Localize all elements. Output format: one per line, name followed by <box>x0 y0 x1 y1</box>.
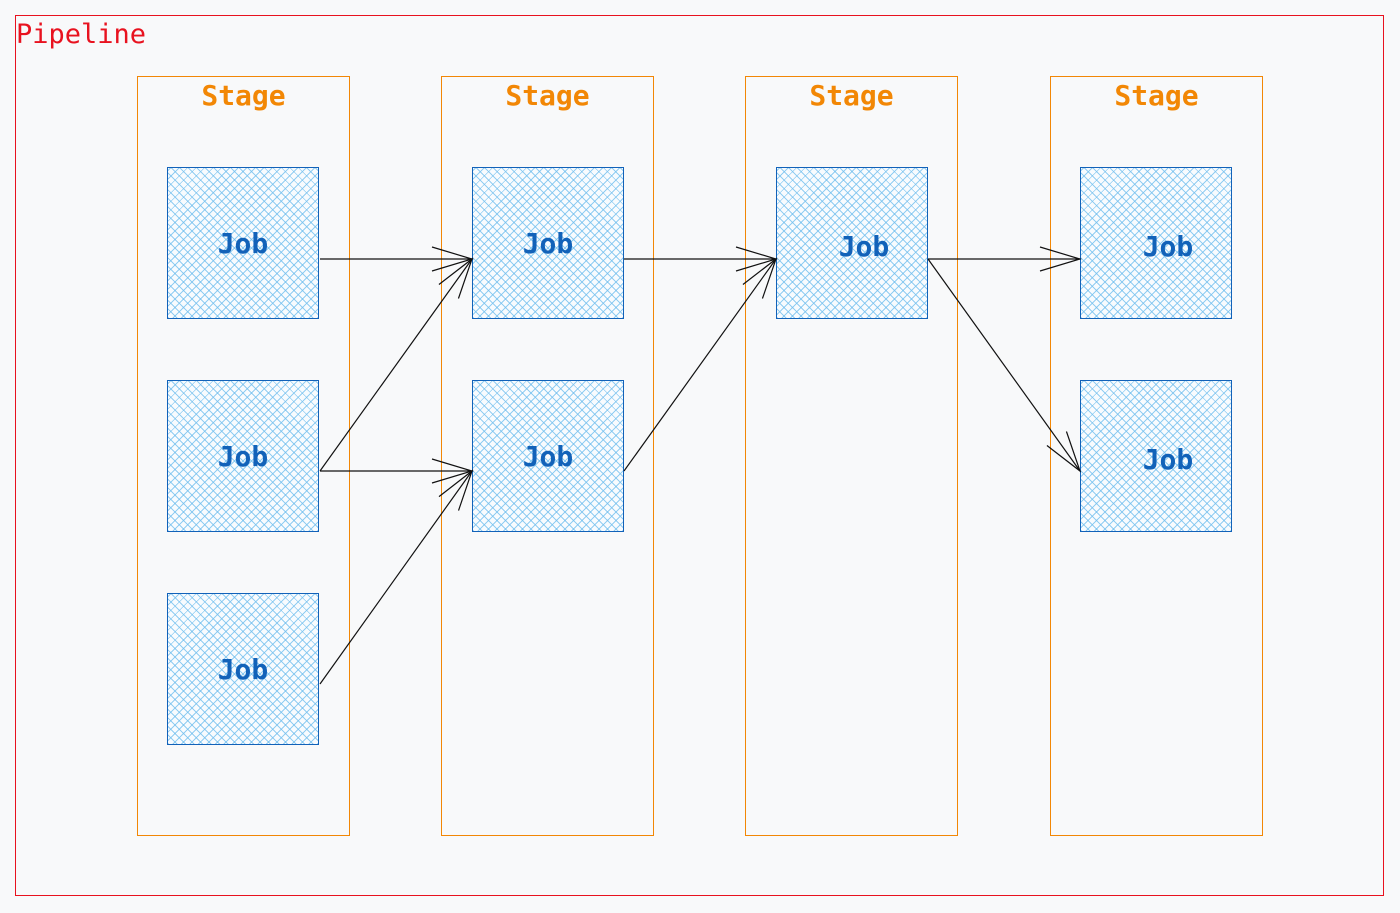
job-label: Job <box>217 439 269 473</box>
job-label: Job <box>1142 442 1194 476</box>
stage-1-label: Stage <box>201 79 286 112</box>
stage-3-label: Stage <box>809 79 894 112</box>
stage3-job1: Job <box>776 167 928 319</box>
job-label: Job <box>1142 229 1194 263</box>
pipeline-label: Pipeline <box>16 19 147 50</box>
arrow-s3j1-s4j2 <box>927 258 1080 471</box>
stage2-job1: Job <box>472 167 624 319</box>
job-label: Job <box>217 652 269 686</box>
stage-2 <box>441 76 654 836</box>
stage1-job2: Job <box>167 380 319 532</box>
arrow-s2j2-s3j1 <box>623 259 776 472</box>
stage-2-label: Stage <box>505 79 590 112</box>
job-label: Job <box>522 439 574 473</box>
stage2-job2: Job <box>472 380 624 532</box>
job-label: Job <box>838 229 890 263</box>
stage-4-label: Stage <box>1114 79 1199 112</box>
job-label: Job <box>217 226 269 260</box>
job-label: Job <box>522 226 574 260</box>
arrow-s1j3-s2j2 <box>319 471 472 685</box>
stage4-job1: Job <box>1080 167 1232 319</box>
stage1-job1: Job <box>167 167 319 319</box>
stage1-job3: Job <box>167 593 319 745</box>
stage-3 <box>745 76 958 836</box>
stage-1 <box>137 76 350 836</box>
arrow-s1j2-s2j1 <box>319 259 472 472</box>
stage4-job2: Job <box>1080 380 1232 532</box>
pipeline-frame <box>15 15 1384 896</box>
